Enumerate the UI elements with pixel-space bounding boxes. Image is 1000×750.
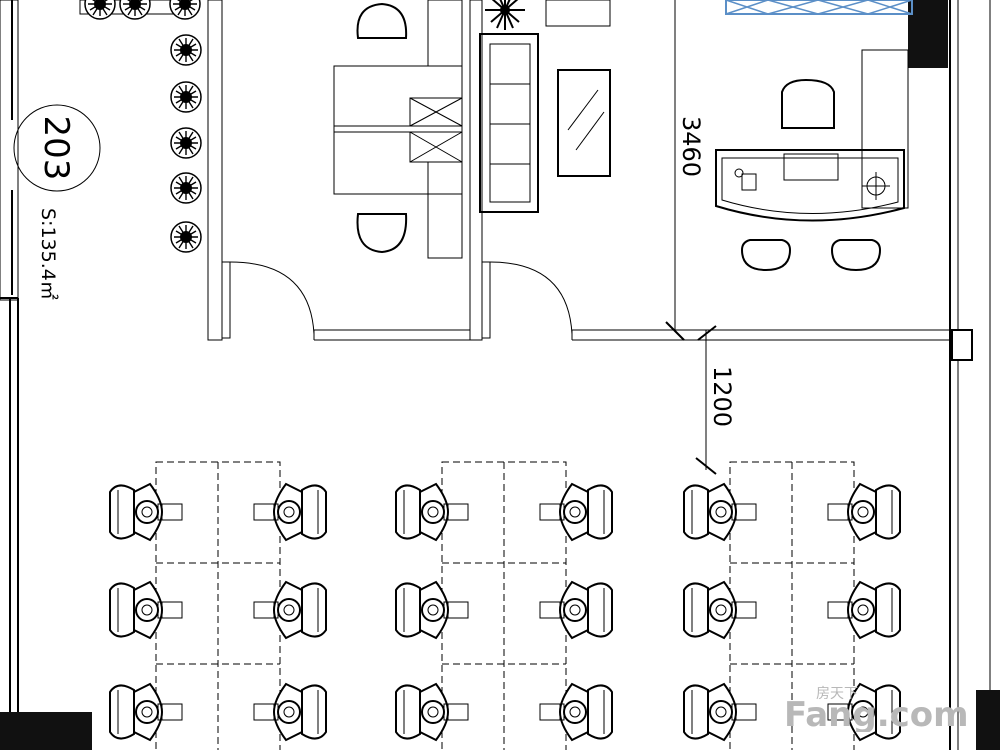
room-label: 203 S:135.4㎡ <box>13 104 101 300</box>
plant-icon <box>485 0 525 30</box>
workstation-chair-icon <box>539 483 613 541</box>
watermark-logo: 房天下 Fang.com <box>784 686 969 732</box>
office-one-furniture <box>333 0 463 259</box>
manager-office-furniture <box>715 49 909 271</box>
room-area: S:135.4㎡ <box>37 208 60 300</box>
desk-icon <box>715 149 905 222</box>
workstation-chair-icon <box>827 483 901 541</box>
door-left[interactable] <box>221 261 315 339</box>
plant-icon <box>84 0 116 20</box>
workstation-chair-icon <box>253 483 327 541</box>
room-number: 203 <box>36 116 76 181</box>
lamp-icon <box>862 172 890 200</box>
workstation-chair-icon <box>683 683 757 741</box>
plant-icon <box>170 127 202 159</box>
workstation-chair-icon <box>683 483 757 541</box>
door-right[interactable] <box>481 261 573 339</box>
plant-icon <box>170 34 202 66</box>
workstation-chair-icon <box>109 483 183 541</box>
dimension-1200: 1200 <box>665 321 736 475</box>
watermark-small-text: 房天下 <box>816 686 858 702</box>
workstation-chair-icon <box>253 581 327 639</box>
coffee-table <box>557 69 611 177</box>
watermark-brand-text: Fang.com <box>784 695 969 732</box>
workstation-chair-icon <box>253 683 327 741</box>
plant-icon <box>170 172 202 204</box>
dimension-3460: 3460 <box>677 116 705 177</box>
workstation-chair-icon <box>539 581 613 639</box>
workstation-chair-icon <box>395 683 469 741</box>
workstation-chair-icon <box>109 683 183 741</box>
plant-icon <box>169 0 201 20</box>
workstation-chair-icon <box>539 683 613 741</box>
workstation-chair-icon <box>395 483 469 541</box>
plant-icon <box>170 221 202 253</box>
chair-icon <box>781 78 835 129</box>
plant-icon <box>119 0 151 20</box>
window-top <box>725 0 913 15</box>
workstation-chair-icon <box>395 581 469 639</box>
workstation-chair-icon <box>109 581 183 639</box>
dimension-label-vertical-a: 3460 <box>677 116 705 177</box>
interior-walls <box>207 0 950 341</box>
phone-icon <box>734 168 757 191</box>
dimension-label-vertical-b: 1200 <box>708 366 736 427</box>
plant-row <box>79 0 202 253</box>
workstation-area <box>109 461 901 750</box>
workstation-chair-icon <box>827 581 901 639</box>
plant-icon <box>170 81 202 113</box>
lounge-furniture <box>479 0 611 213</box>
workstation-chair-icon <box>683 581 757 639</box>
